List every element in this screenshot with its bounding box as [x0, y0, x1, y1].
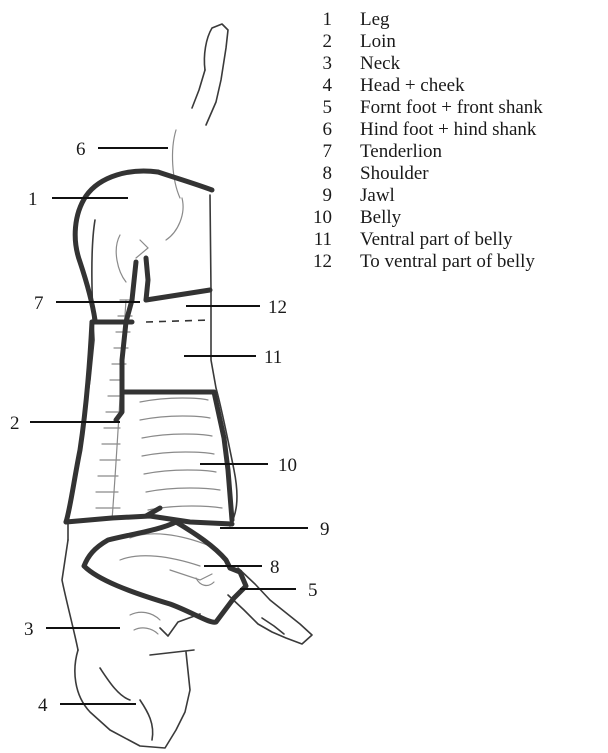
callout-4: 4 — [38, 695, 48, 716]
legend-label: Shoulder — [360, 163, 429, 185]
dashed-divider — [146, 320, 210, 322]
legend-number: 9 — [296, 185, 332, 207]
legend-item: 10 Belly — [296, 207, 543, 229]
legend-item: 2 Loin — [296, 31, 543, 53]
legend-item: 3 Neck — [296, 53, 543, 75]
callout-3: 3 — [24, 619, 34, 640]
legend-label: Belly — [360, 207, 401, 229]
legend-item: 8 Shoulder — [296, 163, 543, 185]
legend-item: 6 Hind foot + hind shank — [296, 119, 543, 141]
legend-label: Ventral part of belly — [360, 229, 512, 251]
callout-7: 7 — [34, 293, 44, 314]
legend-number: 11 — [296, 229, 332, 251]
callout-8: 8 — [270, 557, 280, 578]
legend-label: Tenderlion — [360, 141, 442, 163]
callout-6: 6 — [76, 139, 86, 160]
legend-item: 9 Jawl — [296, 185, 543, 207]
legend-label: Head + cheek — [360, 75, 465, 97]
legend-number: 5 — [296, 97, 332, 119]
legend-item: 12 To ventral part of belly — [296, 251, 543, 273]
skeleton-sketch — [96, 130, 222, 634]
legend-item: 4 Head + cheek — [296, 75, 543, 97]
callout-1: 1 — [28, 189, 38, 210]
legend-item: 5 Fornt foot + front shank — [296, 97, 543, 119]
callout-12: 12 — [268, 297, 287, 318]
legend-label: Fornt foot + front shank — [360, 97, 543, 119]
callout-2: 2 — [10, 413, 20, 434]
legend-number: 10 — [296, 207, 332, 229]
legend-number: 8 — [296, 163, 332, 185]
legend-number: 6 — [296, 119, 332, 141]
callout-9: 9 — [320, 519, 330, 540]
legend-label: To ventral part of belly — [360, 251, 535, 273]
legend-label: Neck — [360, 53, 400, 75]
legend-label: Leg — [360, 9, 390, 31]
carcass-outline — [62, 24, 312, 748]
legend-label: Loin — [360, 31, 396, 53]
legend-item: 1 Leg — [296, 9, 543, 31]
legend-item: 11 Ventral part of belly — [296, 229, 543, 251]
callout-10: 10 — [278, 455, 297, 476]
legend-number: 1 — [296, 9, 332, 31]
legend-item: 7 Tenderlion — [296, 141, 543, 163]
legend-number: 2 — [296, 31, 332, 53]
legend-label: Hind foot + hind shank — [360, 119, 536, 141]
legend-number: 7 — [296, 141, 332, 163]
legend-number: 12 — [296, 251, 332, 273]
callout-11: 11 — [264, 347, 282, 368]
callout-5: 5 — [308, 580, 318, 601]
legend-label: Jawl — [360, 185, 395, 207]
legend: 1 Leg 2 Loin 3 Neck 4 Head + cheek 5 Fornt fo… — [296, 9, 543, 273]
legend-number: 4 — [296, 75, 332, 97]
legend-number: 3 — [296, 53, 332, 75]
callout-numbers: 1 2 3 4 5 6 7 8 9 10 11 12 — [10, 139, 330, 716]
